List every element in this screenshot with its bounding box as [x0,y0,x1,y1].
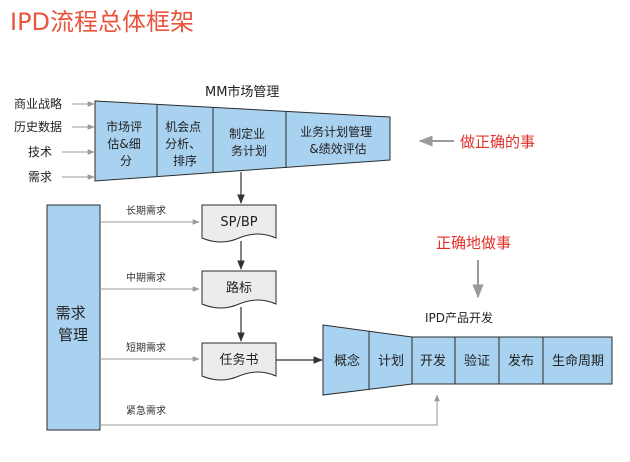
demand-management-label: 需求 管理 [56,304,91,344]
urgent-demand-line [100,394,440,426]
spbp-label: SP/BP [220,215,257,230]
ipd-step-release: 发布 [508,353,534,369]
spbp-document [201,204,277,243]
demand-management-box [46,204,101,431]
mm-step-1: 市场评 估&细 分 [106,119,146,168]
urgent-demand-label: 紧急需求 [126,404,166,417]
roadmap-label: 路标 [226,280,252,296]
ipd-step-lifecycle: 生命周期 [552,353,604,369]
mm-title: MM市场管理 [205,84,279,100]
page-title: IPD流程总体框架 [10,8,194,36]
long-term-demand-label: 长期需求 [126,205,166,217]
mm-step-4: 业务计划管理 &绩效评估 [300,124,376,156]
ipd-title: IPD产品开发 [425,310,493,325]
mm-funnel [94,100,391,182]
do-right-thing-label: 做正确的事 [460,133,535,151]
input-technology: 技术 [28,145,52,159]
roadmap-document [201,270,277,309]
mid-term-demand-label: 中期需求 [126,271,166,284]
short-term-demand-label: 短期需求 [126,341,166,354]
do-thing-right-label: 正确地做事 [436,234,511,252]
input-demand: 需求 [28,170,52,184]
taskbook-label: 任务书 [219,352,258,368]
input-business-strategy: 商业战略 [14,96,62,111]
ipd-step-plan: 计划 [378,354,404,369]
input-history-data: 历史数据 [14,119,62,134]
ipd-step-concept: 概念 [334,353,360,369]
ipd-step-develop: 开发 [420,353,446,369]
mm-step-2: 机会点 分析、 排序 [165,120,205,168]
ipd-step-verify: 验证 [464,353,490,369]
mm-step-3: 制定业 务计划 [229,126,269,158]
taskbook-document [201,342,277,381]
